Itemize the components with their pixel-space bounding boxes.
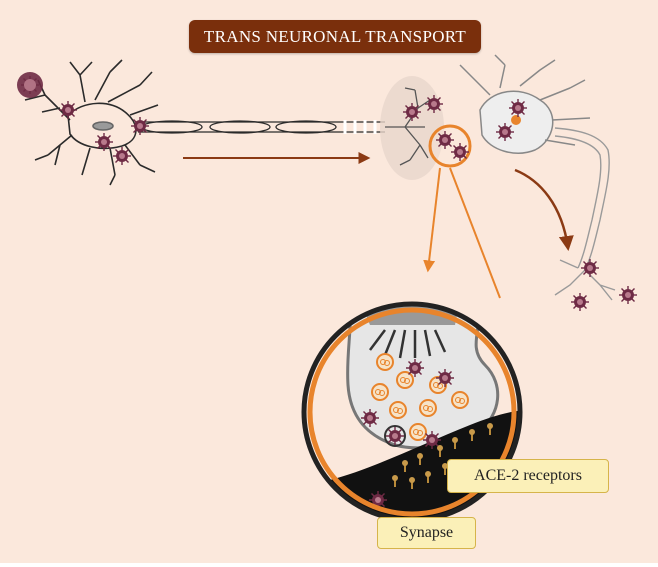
zoom-indicator — [428, 124, 472, 168]
virus-icon — [495, 122, 515, 142]
diagram-title: TRANS NEURONAL TRANSPORT — [189, 20, 481, 53]
target-nucleus — [511, 115, 521, 125]
virus-icon — [130, 116, 150, 136]
target-axon — [554, 127, 616, 301]
zoom-line-right — [449, 167, 501, 299]
virus-icon — [424, 94, 444, 114]
virus-icon — [58, 100, 78, 120]
virus-icon — [570, 292, 590, 312]
virus-icon — [450, 142, 470, 162]
terminal-halo — [380, 76, 444, 180]
virus-icon — [402, 102, 422, 122]
ace2-receptors-label: ACE-2 receptors — [447, 459, 609, 493]
zoom-line-left — [423, 167, 441, 273]
synapse-label: Synapse — [377, 517, 476, 549]
source-neuron — [24, 59, 159, 186]
virus-icon — [580, 258, 600, 278]
virus-icon — [112, 146, 132, 166]
virus-icon — [435, 130, 455, 150]
downstream-arrow — [514, 168, 574, 251]
virus-icon — [508, 98, 528, 118]
virus-icon — [618, 285, 638, 305]
virus-icon — [94, 132, 114, 152]
